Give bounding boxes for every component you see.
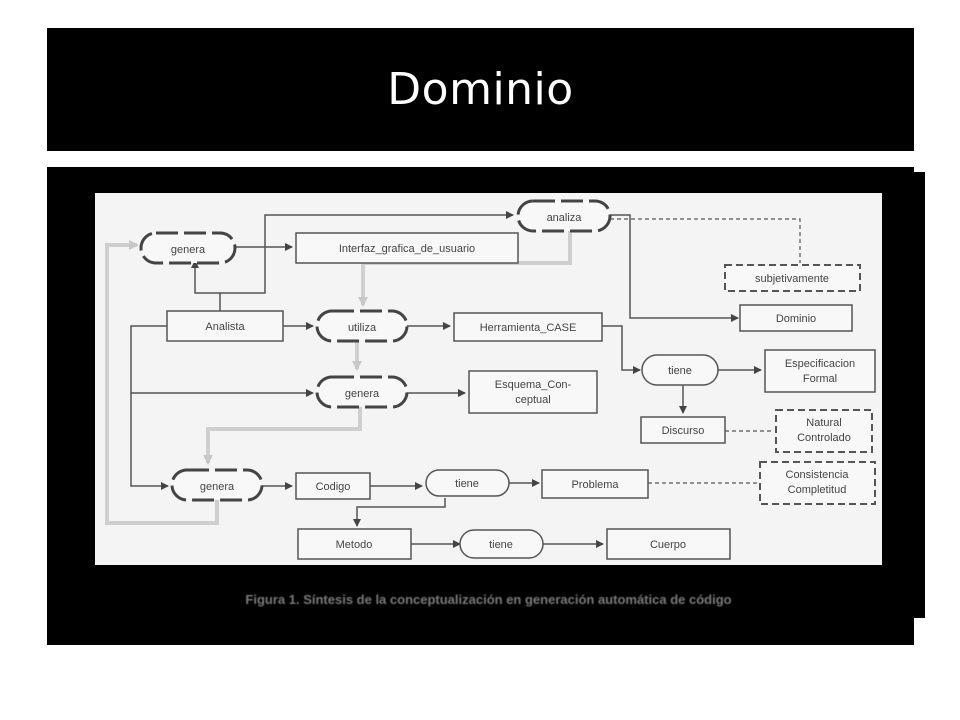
node-dominio: Dominio: [739, 304, 853, 332]
dark-connectors: [130, 211, 762, 548]
node-natural-line1: Natural: [806, 417, 841, 429]
node-analista: Analista: [166, 310, 284, 342]
node-cuerpo: Cuerpo: [606, 528, 731, 560]
node-codigo: Codigo: [295, 472, 371, 500]
node-subjetivamente: subjetivamente: [724, 264, 861, 292]
node-problema: Problema: [541, 469, 649, 499]
node-dominio-label: Dominio: [776, 313, 816, 325]
node-interfaz-label: Interfaz_grafica_de_usuario: [339, 243, 475, 255]
node-consistencia-line1: Consistencia: [786, 469, 850, 481]
node-metodo: Metodo: [297, 528, 412, 560]
node-natural-line2: Controlado: [797, 432, 851, 444]
node-discurso: Discurso: [640, 416, 726, 444]
node-analiza: analiza: [516, 199, 612, 233]
node-tiene-3: tiene: [459, 529, 544, 559]
node-discurso-label: Discurso: [662, 425, 705, 437]
dashed-connectors: [610, 218, 801, 484]
node-metodo-label: Metodo: [336, 539, 373, 551]
node-genera-3: genera: [170, 468, 264, 502]
slide-title: Dominio: [387, 64, 574, 115]
node-esquema: Esquema_Con- ceptual: [468, 370, 598, 414]
concept-diagram: genera analiza utiliza genera genera tie…: [95, 193, 882, 565]
node-analista-label: Analista: [205, 321, 245, 333]
node-especificacion-line2: Formal: [803, 373, 837, 385]
node-especificacion-line1: Especificacion: [785, 358, 855, 370]
figure-caption: Figura 1. Síntesis de la conceptualizaci…: [245, 592, 732, 607]
node-tiene-3-label: tiene: [489, 539, 513, 551]
node-tiene-2: tiene: [425, 469, 510, 497]
feedback-connectors: [105, 229, 572, 525]
node-interfaz: Interfaz_grafica_de_usuario: [295, 232, 519, 264]
node-subjetivamente-label: subjetivamente: [755, 273, 829, 285]
panel-edge: [914, 172, 925, 618]
title-bar: Dominio: [47, 28, 914, 151]
node-consistencia: Consistencia Completitud: [759, 461, 876, 505]
node-utiliza-label: utiliza: [348, 322, 377, 334]
node-tiene-1-label: tiene: [668, 365, 692, 377]
node-consistencia-line2: Completitud: [788, 484, 847, 496]
node-herramienta: Herramienta_CASE: [453, 312, 603, 342]
node-tiene-2-label: tiene: [455, 478, 479, 490]
node-cuerpo-label: Cuerpo: [650, 539, 686, 551]
node-tiene-1: tiene: [641, 354, 719, 386]
node-genera-2-label: genera: [345, 388, 380, 400]
node-esquema-line2: ceptual: [515, 394, 550, 406]
node-genera-3-label: genera: [200, 481, 235, 493]
node-herramienta-label: Herramienta_CASE: [480, 322, 577, 334]
node-utiliza: utiliza: [315, 309, 409, 343]
node-genera-2: genera: [315, 375, 409, 409]
node-analiza-label: analiza: [547, 212, 583, 224]
node-esquema-line1: Esquema_Con-: [495, 379, 572, 391]
node-codigo-label: Codigo: [316, 481, 351, 493]
node-genera-1: genera: [139, 231, 237, 265]
node-especificacion: Especificacion Formal: [764, 349, 876, 393]
node-problema-label: Problema: [571, 479, 619, 491]
node-natural: Natural Controlado: [775, 409, 873, 453]
node-genera-1-label: genera: [171, 244, 206, 256]
